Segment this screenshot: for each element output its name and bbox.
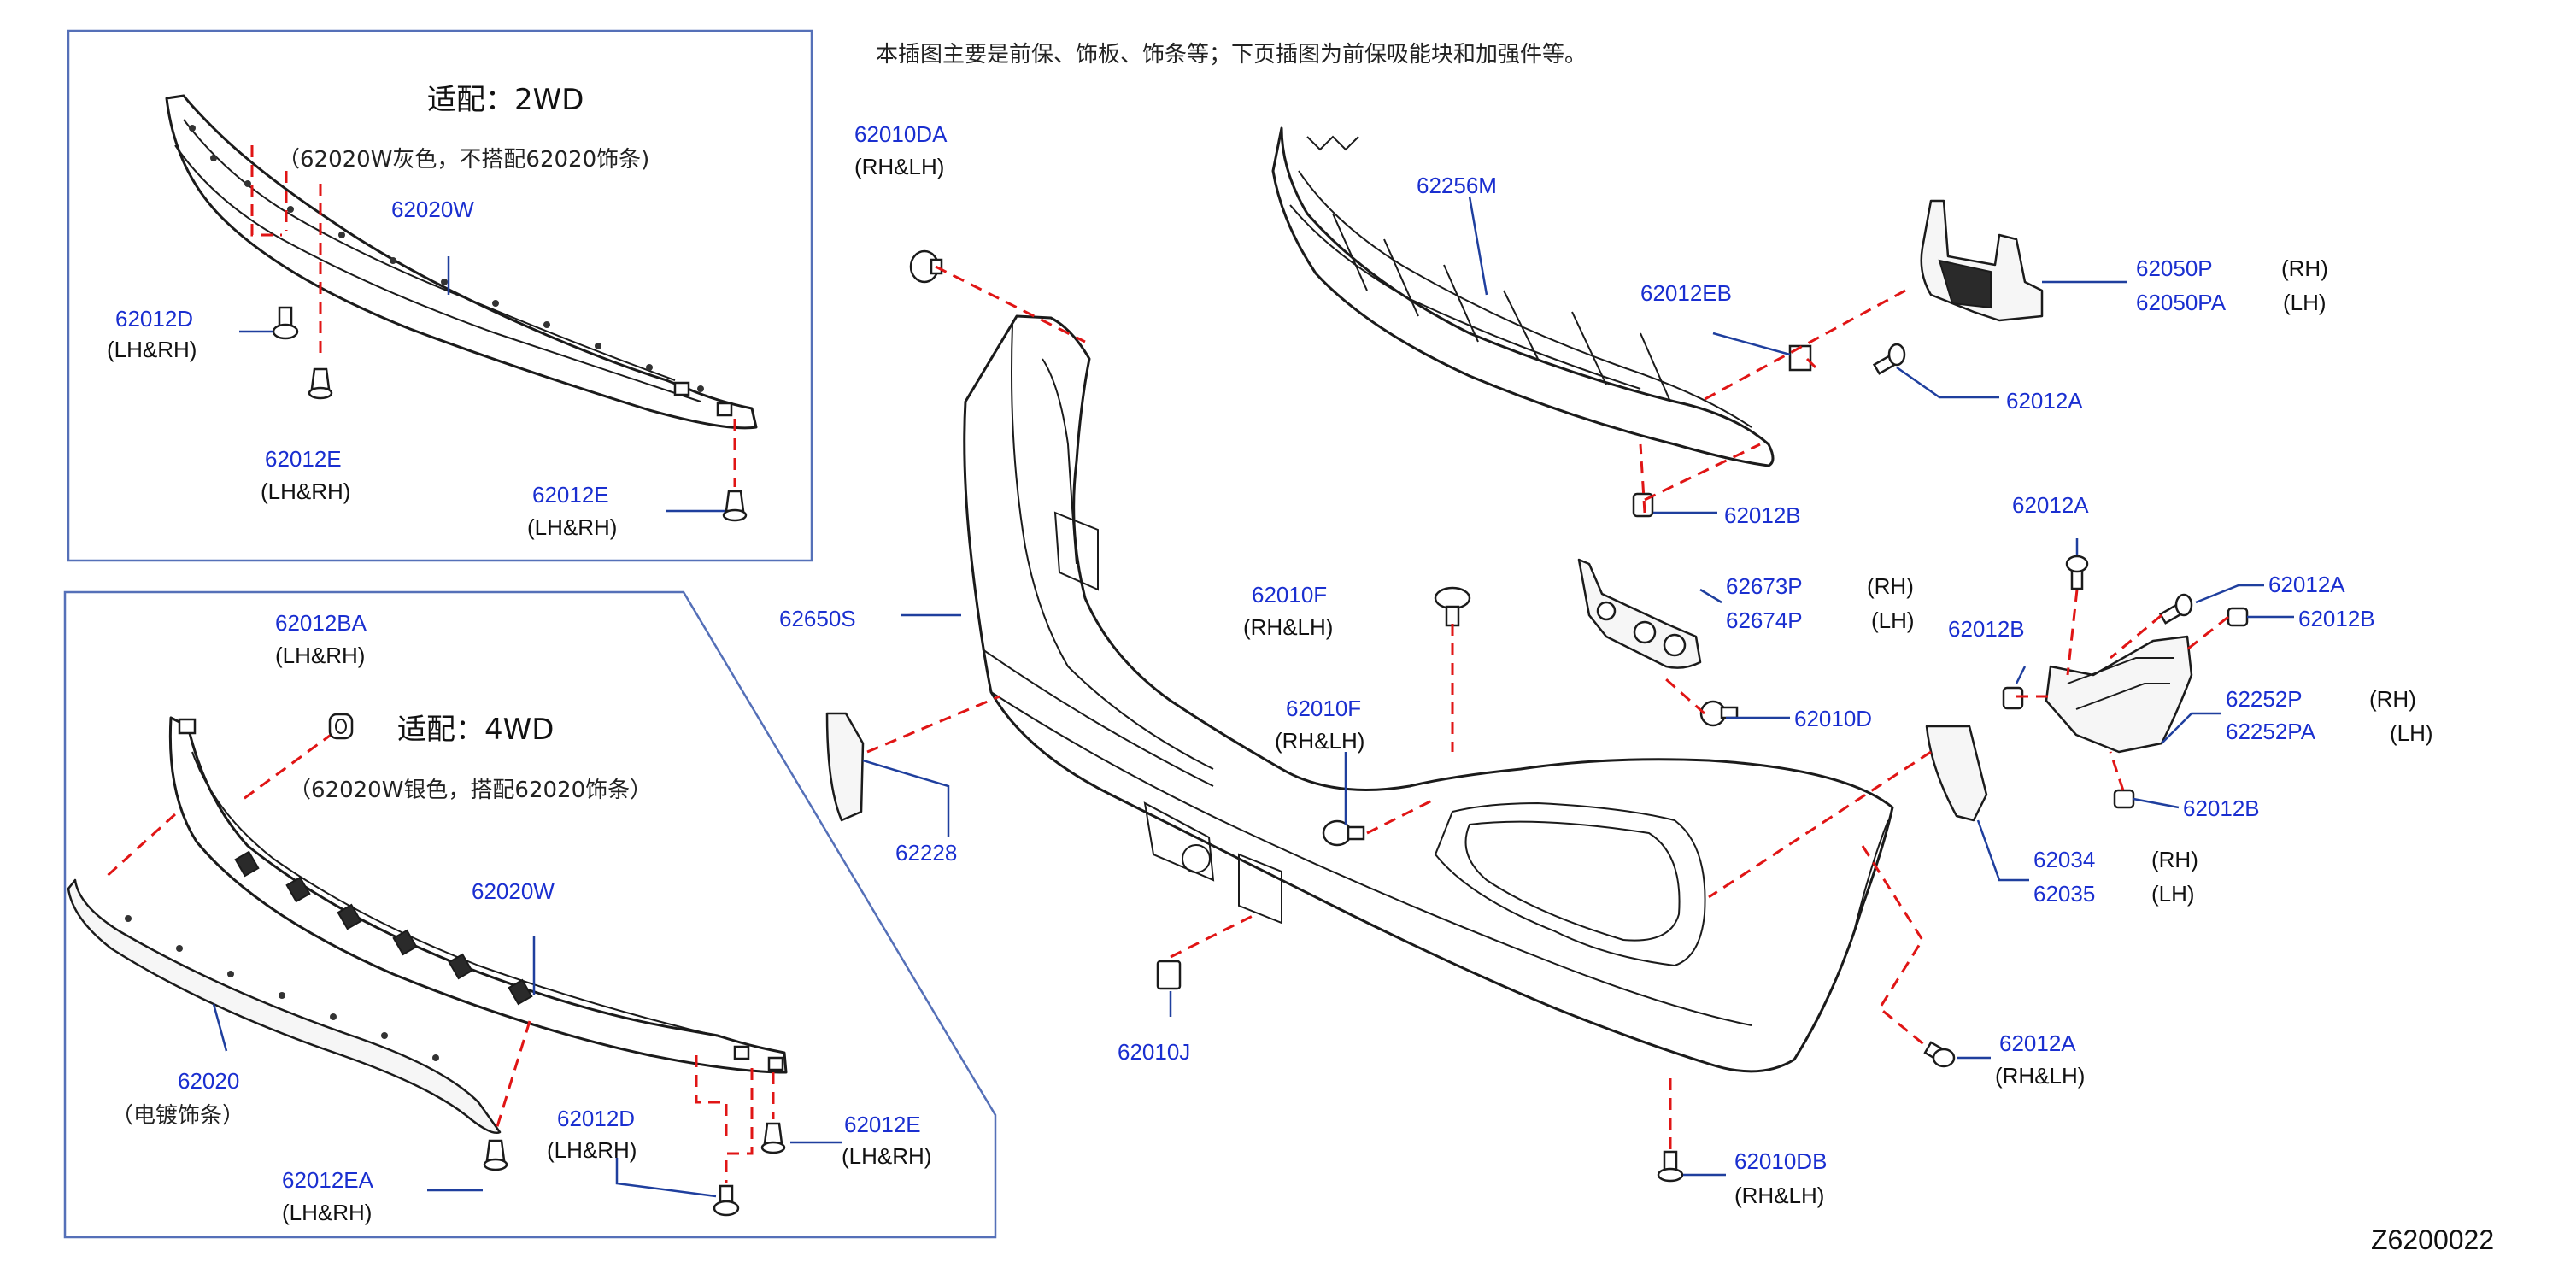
inset-4wd: 62012BA (LH&RH) 适配：4WD （62020W银色，搭配62020… (63, 590, 997, 1239)
label-62012B-2: 62012B (1948, 616, 2025, 642)
label-62010F-2-side: (RH&LH) (1275, 728, 1364, 754)
label-62012A-4: 62012A (1999, 1030, 2076, 1056)
clip-62010D (1699, 700, 1739, 727)
label-62012E-2wd-b: 62012E (532, 482, 609, 508)
label-62020W-4wd: 62020W (472, 878, 555, 904)
tow-hook-cover-62228 (825, 712, 865, 822)
clip-62012E-4wd (760, 1122, 786, 1154)
label-62012A-4-side: (RH&LH) (1995, 1063, 2085, 1089)
clip-62012EB (1788, 344, 1812, 372)
label-62228: 62228 (895, 840, 957, 866)
label-62020-side: （电镀饰条） (111, 1103, 244, 1129)
label-62012B-1: 62012B (1724, 502, 1801, 528)
label-62012D-2wd-side: (LH&RH) (107, 337, 197, 362)
fog-lamp-opening (1434, 801, 1706, 967)
inset-4wd-title: 适配：4WD (397, 713, 554, 747)
label-62256M: 62256M (1417, 173, 1497, 198)
screw-62012D-2wd (272, 306, 299, 340)
label-62010D: 62010D (1794, 706, 1872, 731)
label-62012BA-side: (LH&RH) (275, 643, 365, 668)
screw-62012D-4wd (713, 1184, 740, 1217)
clip-62012EA-4wd (483, 1139, 508, 1171)
label-62010DA: 62010DA (854, 121, 948, 147)
screw-62012A-1 (1872, 343, 1906, 375)
nut-62012B-2 (2227, 607, 2249, 627)
label-62034: 62034 (2033, 847, 2095, 872)
label-62010F-1-side: (RH&LH) (1243, 614, 1333, 640)
label-62012BA: 62012BA (275, 610, 367, 636)
label-62035: 62035 (2033, 881, 2095, 907)
label-62674P: 62674P (1726, 608, 1803, 633)
label-62020W-2wd: 62020W (391, 197, 474, 222)
label-62010DB: 62010DB (1734, 1148, 1827, 1174)
chrome-strip-62020 (67, 878, 502, 1135)
clip-62010DB (1657, 1150, 1684, 1183)
nut-62012BA (328, 713, 354, 740)
header-note: 本插图主要是前保、饰板、饰条等；下页插图为前保吸能块和加强件等。 (876, 42, 1587, 68)
label-62012B-3: 62012B (2298, 606, 2375, 631)
grille-trim-2wd (165, 94, 758, 430)
label-62020: 62020 (178, 1068, 239, 1094)
clip-62010F-2 (1322, 819, 1365, 847)
screw-62012A-2 (2065, 555, 2089, 590)
label-62012EA: 62012EA (282, 1167, 374, 1193)
label-62010DA-side: (RH&LH) (854, 154, 944, 179)
clip-62012E-2wd-b (722, 490, 748, 522)
inset-4wd-border (63, 590, 997, 1239)
label-62035-side: (LH) (2151, 881, 2195, 907)
label-62012D-4wd-side: (LH&RH) (547, 1137, 637, 1163)
label-62012EB: 62012EB (1640, 280, 1732, 306)
diagram-code: Z6200022 (2371, 1224, 2494, 1255)
fog-bezel-62034 (1925, 725, 1988, 822)
label-62050P-side: (RH) (2281, 255, 2328, 281)
label-62050P: 62050P (2136, 255, 2213, 281)
label-62012B-4: 62012B (2183, 795, 2260, 821)
label-62012A-1: 62012A (2006, 388, 2083, 414)
label-62010F-1: 62010F (1252, 582, 1327, 608)
lower-grille-62256M (1271, 126, 1775, 467)
label-62674P-side: (LH) (1871, 608, 1915, 633)
inset-2wd-title: 适配：2WD (427, 83, 584, 117)
label-62012EA-side: (LH&RH) (282, 1200, 372, 1225)
label-62012E-4wd: 62012E (844, 1112, 921, 1137)
main-assembly: 本插图主要是前保、饰板、饰条等；下页插图为前保吸能块和加强件等。 (779, 42, 2494, 1255)
label-62050PA-side: (LH) (2283, 290, 2327, 315)
label-62673P: 62673P (1726, 573, 1803, 599)
label-62252P-side: (RH) (2369, 686, 2416, 712)
inset-4wd-note: （62020W银色，搭配62020饰条） (289, 778, 652, 803)
bumper-fascia-62650S (963, 314, 1894, 1073)
label-62010F-2: 62010F (1286, 696, 1361, 721)
label-62650S: 62650S (779, 606, 856, 631)
label-62012D-2wd: 62012D (115, 306, 193, 332)
label-62050PA: 62050PA (2136, 290, 2227, 315)
clip-62012E-2wd-a (308, 367, 333, 400)
nut-62012B-3 (2002, 686, 2024, 710)
label-62012A-2: 62012A (2012, 492, 2089, 518)
label-62252PA-side: (LH) (2390, 720, 2433, 746)
label-62252P: 62252P (2226, 686, 2303, 712)
label-62010DB-side: (RH&LH) (1734, 1183, 1824, 1208)
clip-62010F-1 (1434, 586, 1471, 627)
nut-62012B-4 (2113, 789, 2135, 809)
label-62010J: 62010J (1118, 1039, 1190, 1065)
label-62012D-4wd: 62012D (557, 1106, 635, 1131)
label-62012E-2wd-a-side: (LH&RH) (261, 478, 350, 504)
label-62012E-4wd-side: (LH&RH) (842, 1143, 931, 1169)
screw-62012A-3 (2158, 593, 2193, 625)
inset-2wd-border (67, 29, 813, 562)
label-62673P-side: (RH) (1867, 573, 1914, 599)
label-62252PA: 62252PA (2226, 719, 2316, 744)
inset-2wd-note: （62020W灰色，不搭配62020饰条) (278, 147, 649, 173)
label-62034-side: (RH) (2151, 847, 2198, 872)
label-62012E-2wd-a: 62012E (265, 446, 342, 472)
inset-2wd: 适配：2WD （62020W灰色，不搭配62020饰条) 62020W 6201… (67, 29, 813, 562)
screw-62012A-4 (1923, 1041, 1956, 1068)
label-62012A-3: 62012A (2268, 572, 2345, 597)
label-62012E-2wd-b-side: (LH&RH) (527, 514, 617, 540)
nut-62010J (1156, 960, 1182, 990)
